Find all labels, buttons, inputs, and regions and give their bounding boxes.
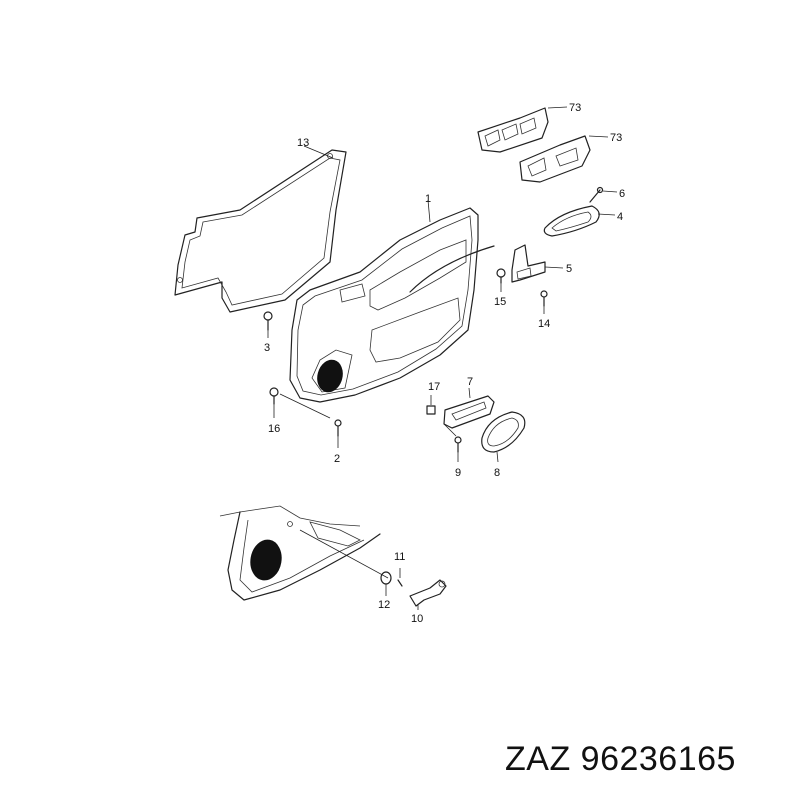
part-number-caption: ZAZ 96236165 [505, 740, 795, 786]
callout-7: 7 [467, 376, 473, 388]
part-73-switch-upper [477, 106, 568, 153]
callout-6: 6 [619, 188, 625, 200]
part-15-clip [496, 268, 506, 292]
callout-4: 4 [617, 211, 623, 223]
callout-11: 11 [394, 551, 405, 563]
callout-17: 17 [428, 381, 440, 393]
inset-door-lower [219, 505, 389, 601]
part-17-nut [426, 395, 436, 415]
callout-73-upper: 73 [569, 102, 581, 114]
part-73-switch-lower [519, 135, 609, 183]
part-1-door-trim-panel [289, 199, 495, 403]
callout-9: 9 [455, 467, 461, 479]
part-13-sealing-sheet [174, 145, 347, 313]
part-7-inner-handle [443, 387, 495, 437]
part-2-screw [334, 419, 342, 448]
part-number-label: 96236165 [580, 740, 736, 778]
part-6-screw [589, 186, 618, 203]
callout-1: 1 [425, 193, 431, 205]
part-12-spacer [380, 571, 392, 596]
callout-13: 13 [297, 137, 309, 149]
part-14-screw [540, 290, 548, 314]
part-4-handle-bezel [543, 205, 616, 237]
callout-14: 14 [538, 318, 550, 330]
part-16-clip [269, 387, 331, 419]
callout-10: 10 [411, 613, 423, 625]
part-10-crank-handle [409, 579, 447, 610]
part-8-handle-ring [481, 411, 526, 463]
callout-2: 2 [334, 453, 340, 465]
part-9-screw [454, 436, 462, 462]
callout-15: 15 [494, 296, 506, 308]
brand-label: ZAZ [505, 740, 571, 778]
callout-16: 16 [268, 423, 280, 435]
part-5-bracket [511, 244, 564, 283]
callout-8: 8 [494, 467, 500, 479]
callout-12: 12 [378, 599, 390, 611]
callout-3: 3 [264, 342, 270, 354]
part-3-clip [263, 311, 273, 338]
callout-73-lower: 73 [610, 132, 622, 144]
callout-5: 5 [566, 263, 572, 275]
part-11-pin [397, 568, 403, 587]
